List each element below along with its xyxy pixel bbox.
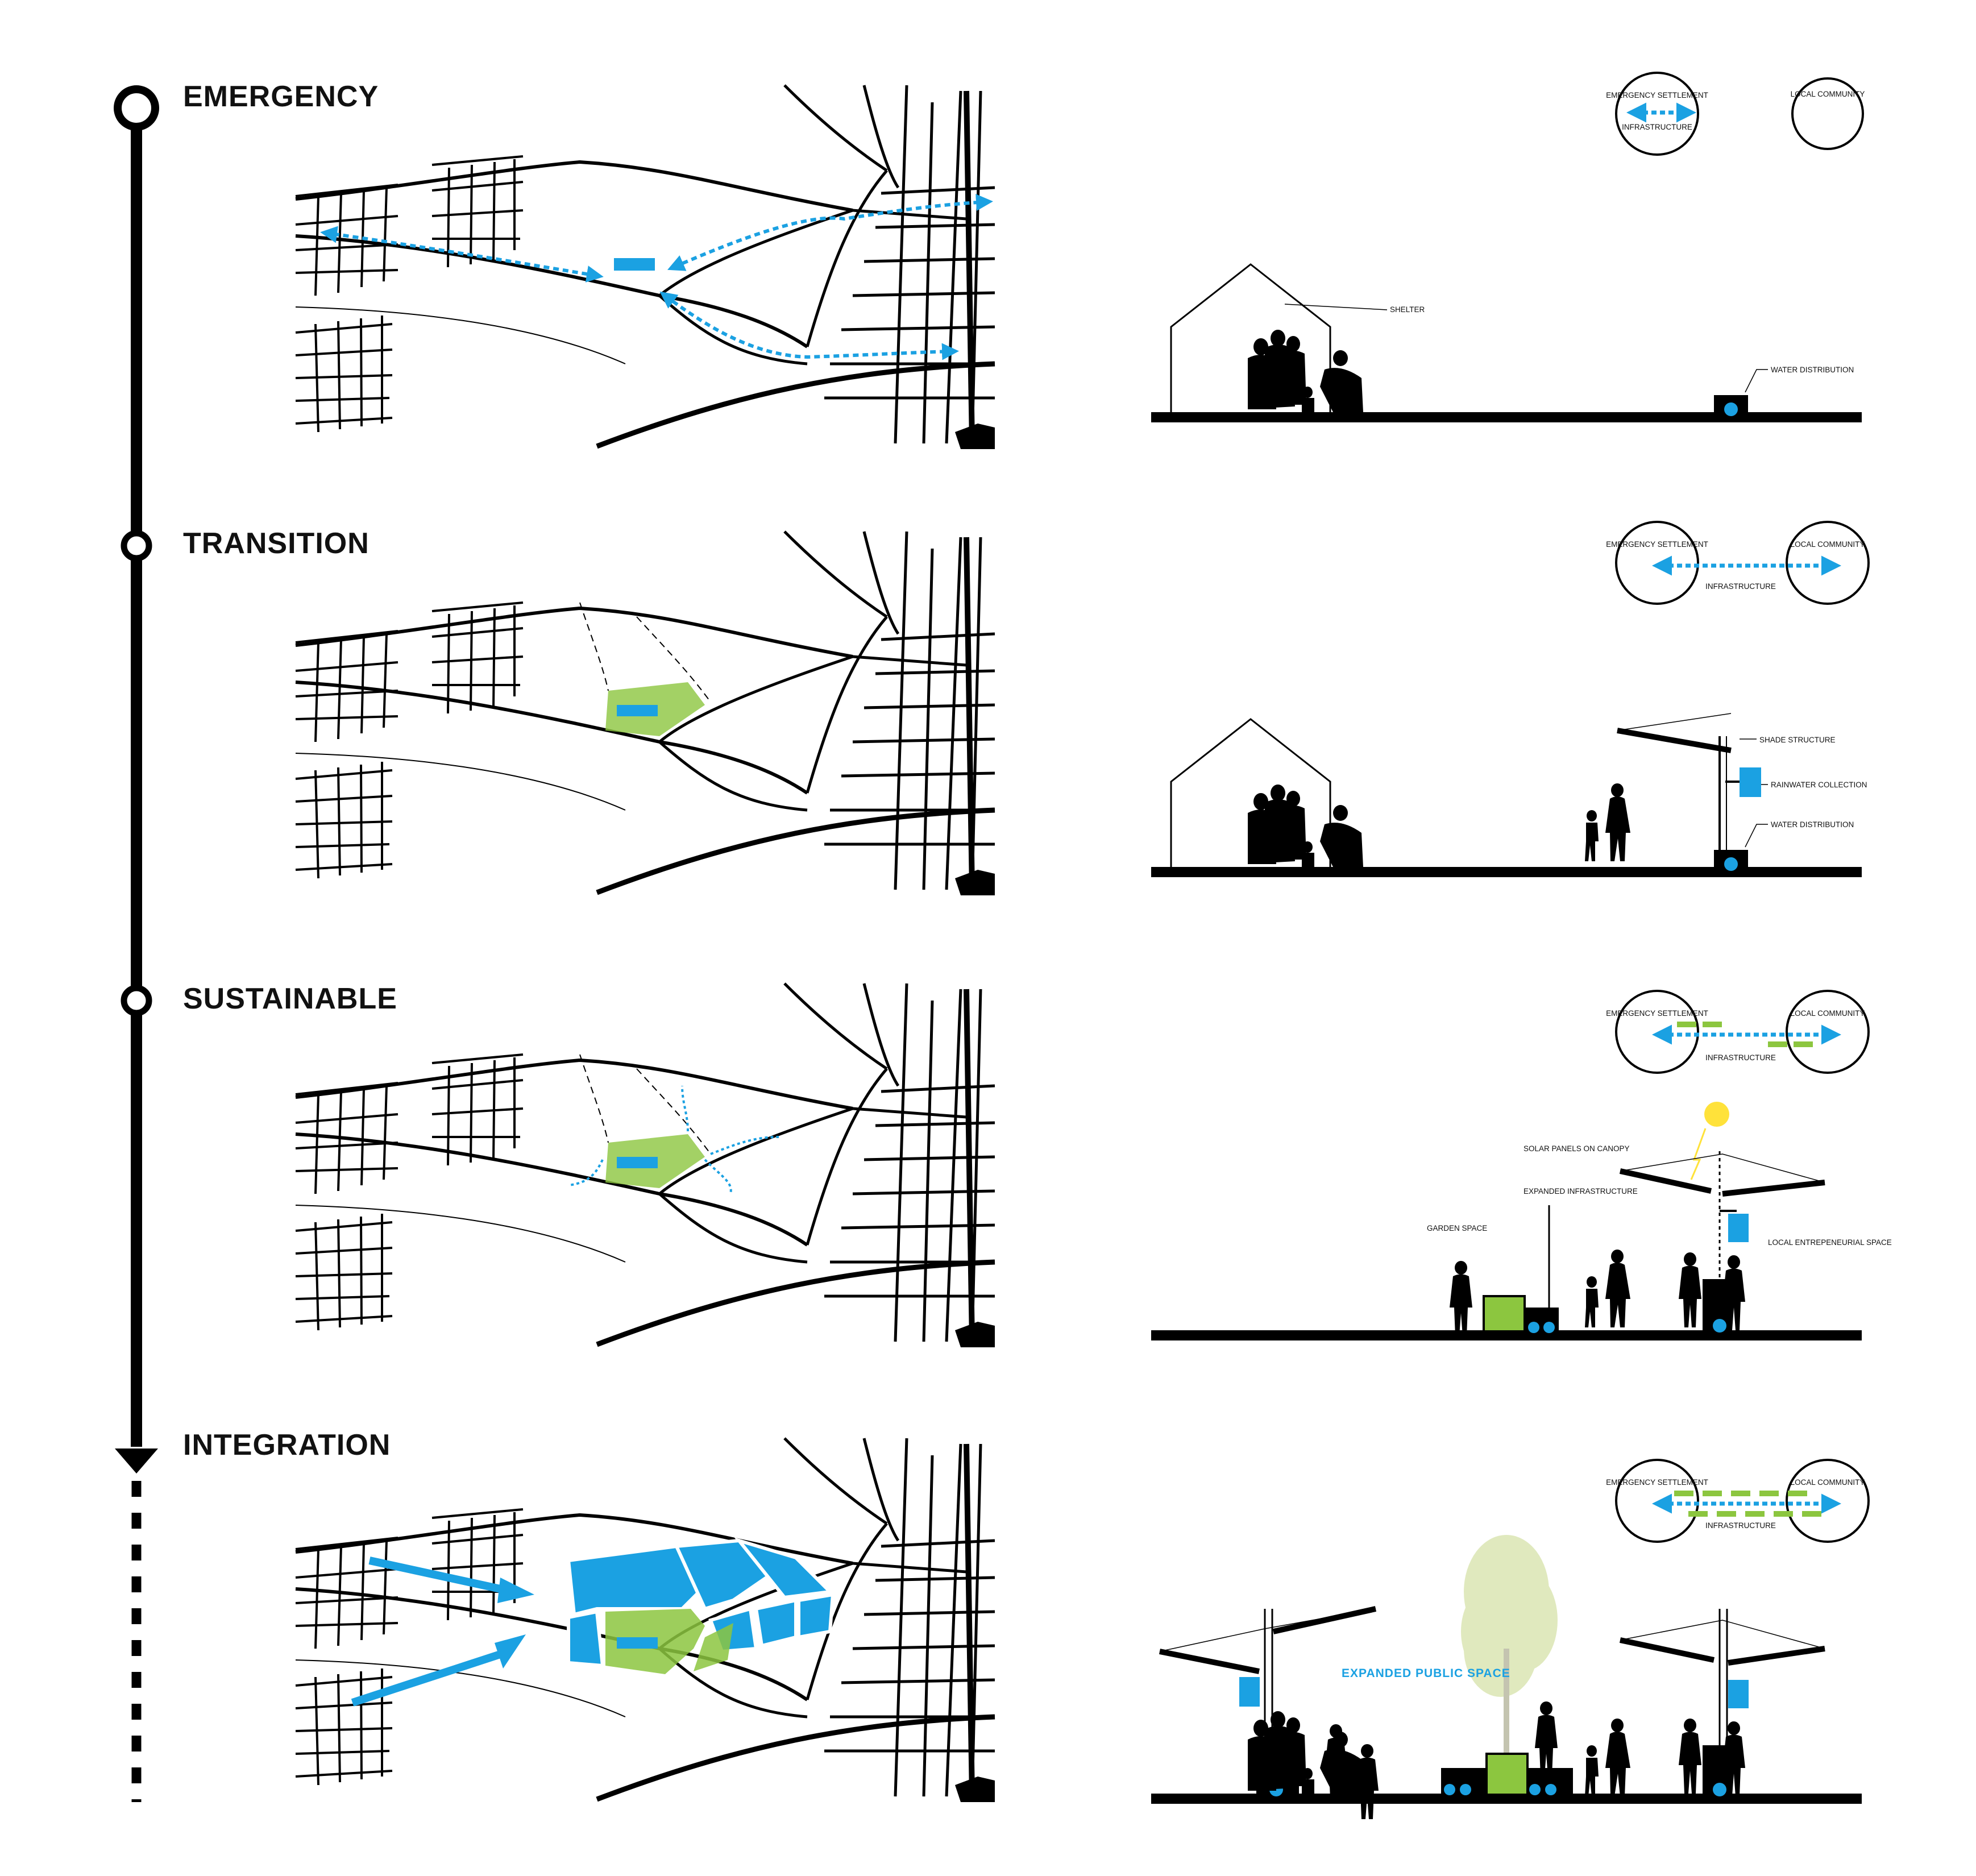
- stage-title-integration: INTEGRATION: [183, 1429, 391, 1462]
- label-local-community: LOCAL COMMUNITY: [1791, 90, 1865, 98]
- label-expanded-public-space: EXPANDED PUBLIC SPACE: [1342, 1667, 1510, 1680]
- timeline-arrowhead: [115, 1448, 158, 1474]
- label-local-space: LOCAL ENTREPENEURIAL SPACE: [1768, 1238, 1892, 1247]
- stage-title-transition: TRANSITION: [183, 527, 370, 560]
- label-infrastructure: INFRASTRUCTURE: [1705, 582, 1776, 591]
- shelter-outline: [1170, 263, 1331, 412]
- ground-line: [1151, 412, 1862, 422]
- label-emergency-settlement: EMERGENCY SETTLEMENT: [1606, 1478, 1708, 1487]
- map-transition: [296, 532, 995, 895]
- timeline: [114, 85, 159, 1802]
- label-local-community: LOCAL COMMUNITY: [1791, 1478, 1865, 1487]
- stage-title-sustainable: SUSTAINABLE: [183, 982, 397, 1015]
- label-water-distribution: WATER DISTRIBUTION: [1771, 366, 1854, 374]
- relation-emergency: [1615, 72, 1864, 156]
- map-integration: [296, 1438, 995, 1802]
- relation-sustainable: [1615, 990, 1870, 1074]
- relation-transition: [1615, 521, 1870, 605]
- tree-canopy: [1461, 1535, 1558, 1697]
- label-shelter: SHELTER: [1390, 305, 1425, 314]
- label-local-community: LOCAL COMMUNITY: [1791, 1009, 1865, 1018]
- label-local-community: LOCAL COMMUNITY: [1791, 540, 1865, 549]
- garden-box: [1483, 1295, 1526, 1333]
- section-integration: [1151, 1535, 1862, 1819]
- map-sustainable: [296, 983, 995, 1347]
- label-emergency-settlement: EMERGENCY SETTLEMENT: [1606, 91, 1708, 99]
- label-expanded-infrastructure: EXPANDED INFRASTRUCTURE: [1523, 1187, 1638, 1196]
- label-infrastructure: INFRASTRUCTURE: [1622, 123, 1692, 131]
- stage-title-emergency: EMERGENCY: [183, 80, 379, 113]
- label-infrastructure: INFRASTRUCTURE: [1705, 1053, 1776, 1062]
- settlement-block: [614, 258, 655, 271]
- label-solar-panels: SOLAR PANELS ON CANOPY: [1523, 1144, 1630, 1153]
- timeline-node-emergency: [114, 85, 159, 131]
- timeline-node-sustainable: [121, 985, 152, 1016]
- label-garden-space: GARDEN SPACE: [1427, 1224, 1487, 1232]
- label-shade-structure: SHADE STRUCTURE: [1759, 736, 1836, 744]
- settlement-block: [617, 1157, 658, 1168]
- sun: [1704, 1102, 1729, 1127]
- map-emergency: [296, 85, 995, 449]
- section-transition: [1151, 713, 1862, 877]
- label-emergency-settlement: EMERGENCY SETTLEMENT: [1606, 1009, 1708, 1018]
- section-labels: SHELTER WATER DISTRIBUTION SHADE STRUCTU…: [1342, 305, 1892, 1680]
- settlement-block: [617, 705, 658, 716]
- label-rainwater-collection: RAINWATER COLLECTION: [1771, 781, 1867, 789]
- label-infrastructure: INFRASTRUCTURE: [1705, 1521, 1776, 1530]
- timeline-node-transition: [121, 530, 152, 562]
- relation-integration: [1615, 1459, 1870, 1543]
- settlement-block: [617, 1637, 658, 1649]
- relation-labels: EMERGENCY SETTLEMENT INFRASTRUCTURE LOCA…: [1606, 90, 1865, 1530]
- label-water-distribution: WATER DISTRIBUTION: [1771, 820, 1854, 829]
- section-emergency: [1151, 263, 1862, 422]
- section-sustainable: [1151, 1102, 1862, 1340]
- label-emergency-settlement: EMERGENCY SETTLEMENT: [1606, 540, 1708, 549]
